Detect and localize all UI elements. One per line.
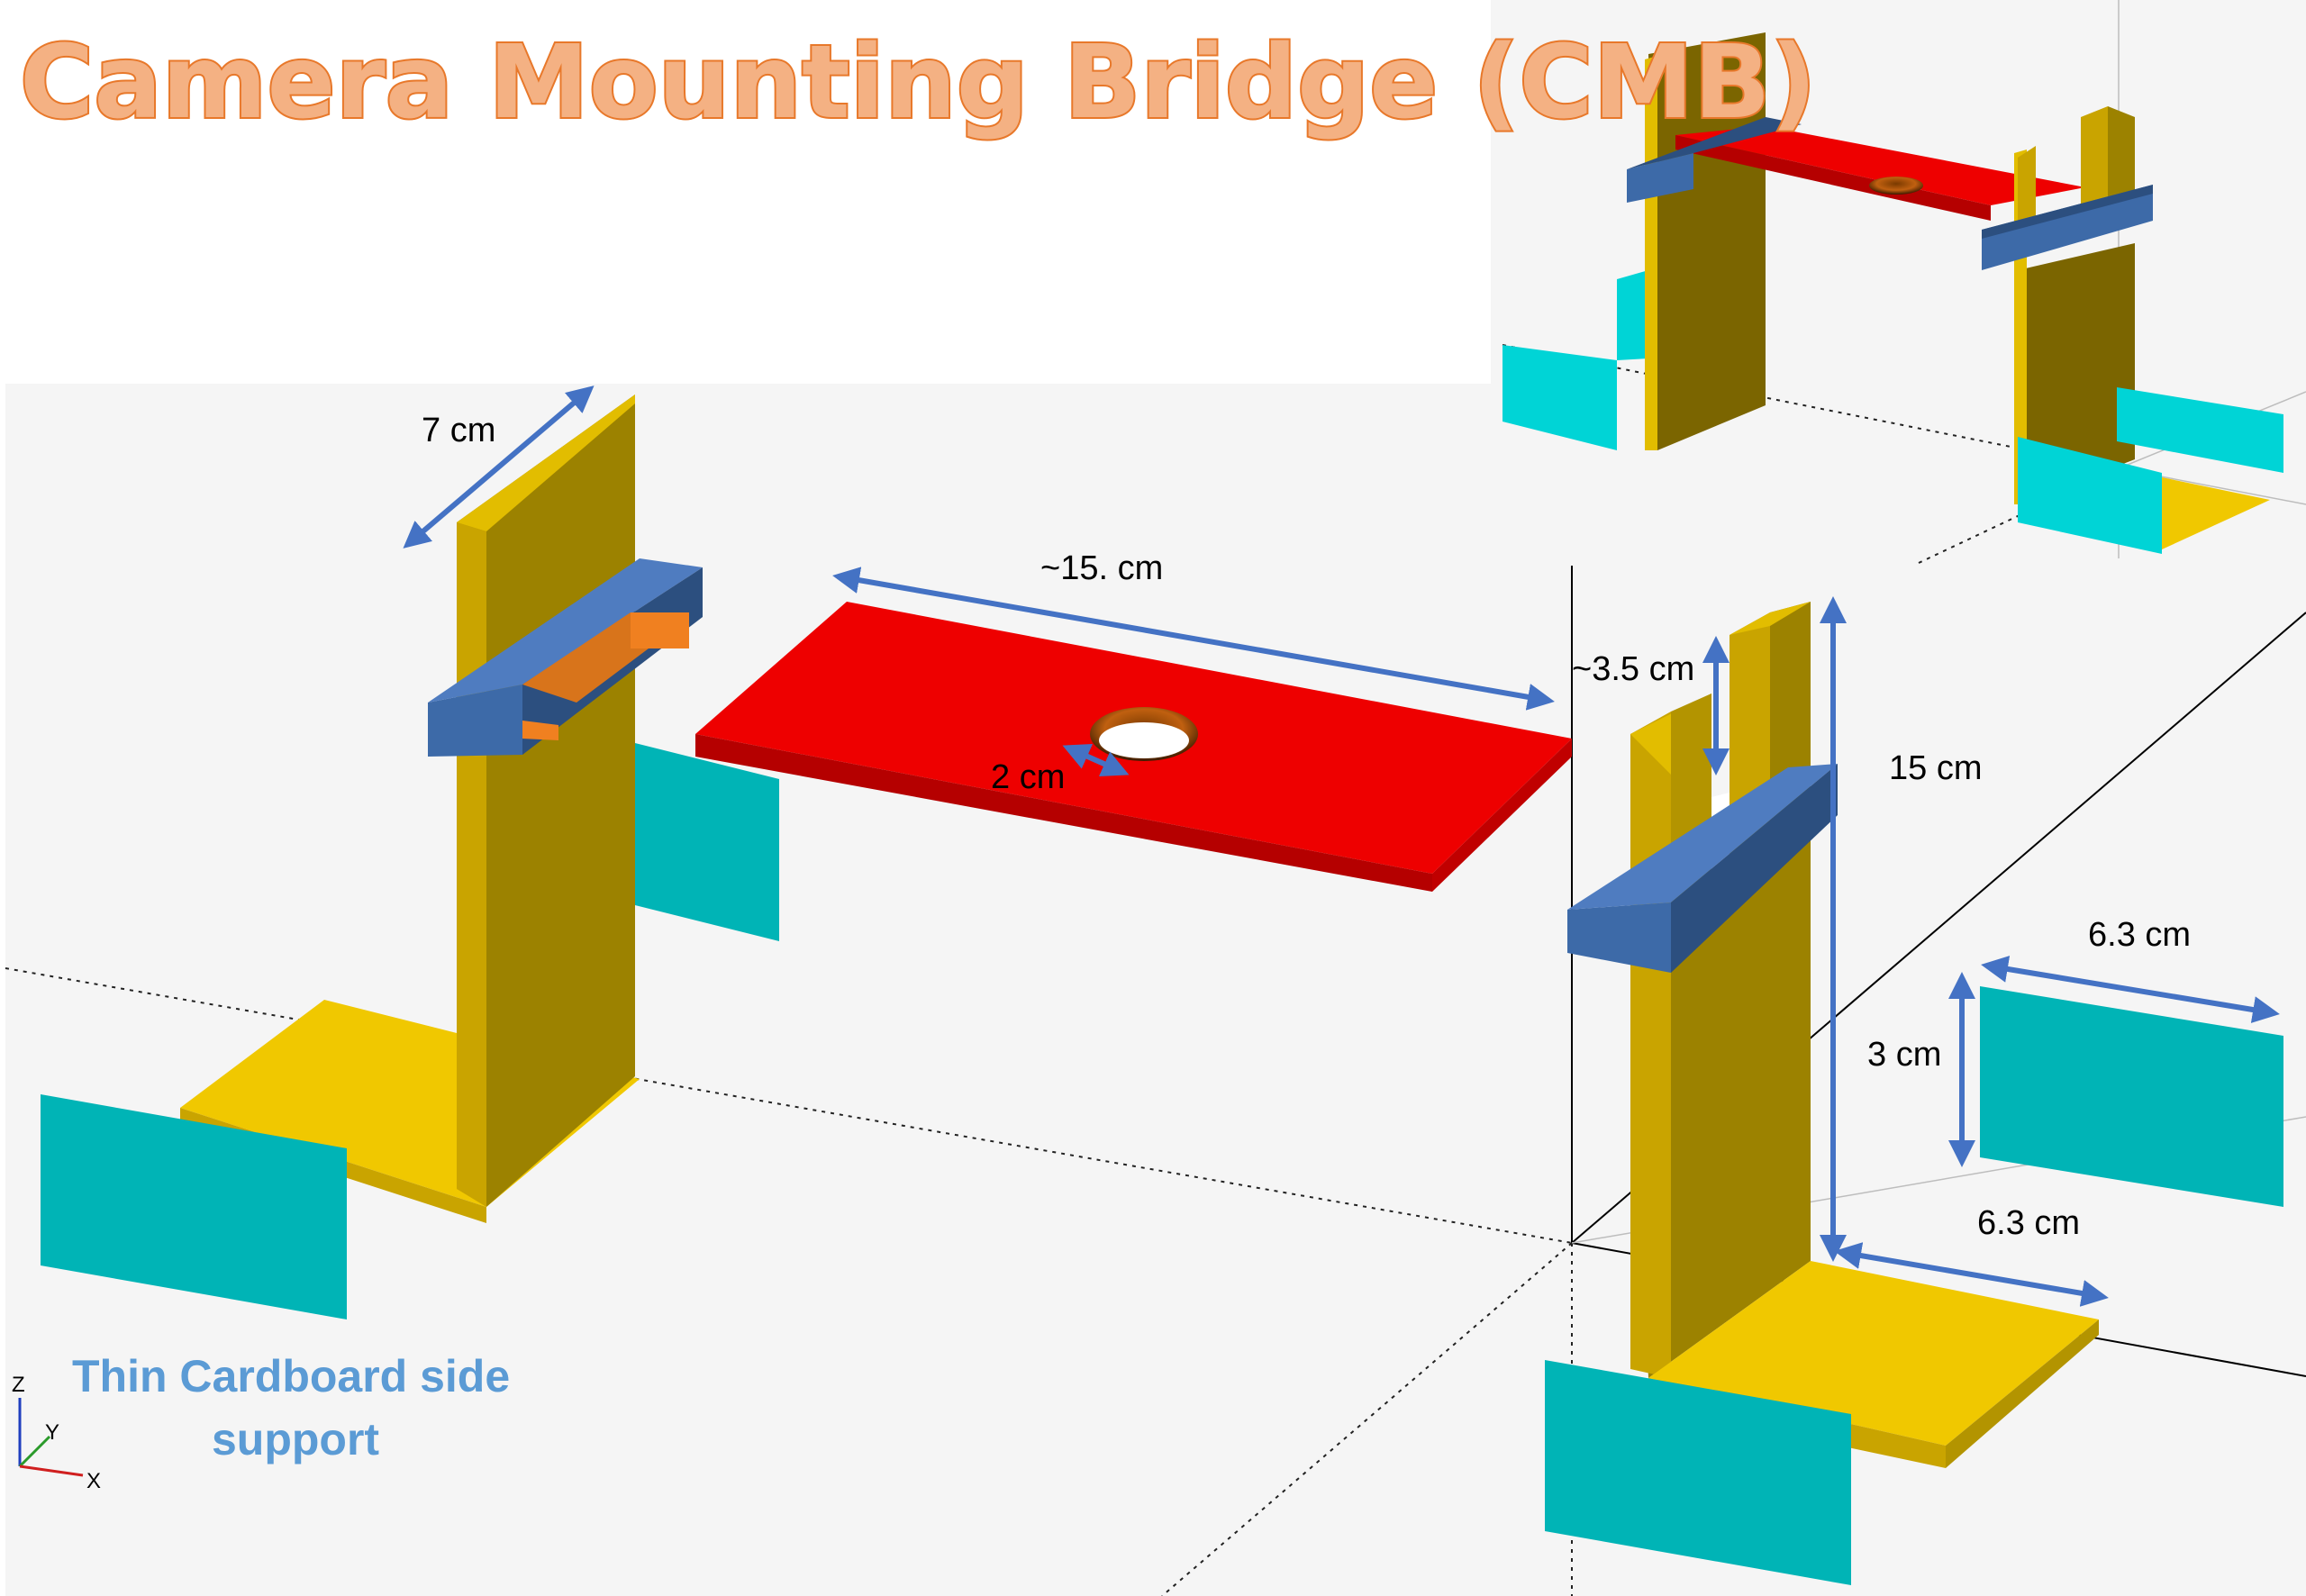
caption-line-2: support xyxy=(212,1414,379,1465)
left-back-cardboard xyxy=(635,743,779,941)
label-bridge-length: ~15. cm xyxy=(1040,549,1163,587)
right-front-cardboard xyxy=(1545,1360,1851,1585)
dim-hole-diameter xyxy=(1062,744,1130,776)
axis-z-label: Z xyxy=(12,1373,25,1397)
dim-upright-width xyxy=(403,385,595,549)
axis-gizmo: Z Y X xyxy=(12,1373,101,1493)
label-cardboard-height: 3 cm xyxy=(1867,1036,1941,1074)
label-hole-diameter: 2 cm xyxy=(991,758,1065,796)
loose-cardboard-piece xyxy=(1980,986,2283,1207)
label-slot-depth: ~3.5 cm xyxy=(1572,650,1694,688)
inset-assembled-preview xyxy=(1502,0,2306,564)
dimension-arrows xyxy=(403,385,2280,1307)
page-title: Camera Mounting Bridge (CMB) xyxy=(20,24,1817,141)
dim-base-depth xyxy=(1834,1242,2109,1307)
label-upright-width: 7 cm xyxy=(422,412,495,449)
label-base-depth: 6.3 cm xyxy=(1977,1204,2080,1242)
left-upright xyxy=(457,394,635,1207)
axis-x-label: X xyxy=(86,1469,101,1493)
label-cardboard-width: 6.3 cm xyxy=(2088,916,2191,954)
caption-line-1: Thin Cardboard side xyxy=(72,1351,510,1401)
left-front-cardboard xyxy=(41,1094,347,1319)
label-upright-height: 15 cm xyxy=(1889,749,1982,787)
axis-y-label: Y xyxy=(45,1420,59,1445)
right-clamp xyxy=(1567,764,1838,973)
dim-cardboard-width xyxy=(1981,956,2280,1023)
left-clamp xyxy=(428,558,703,757)
dim-bridge-length xyxy=(832,567,1555,711)
